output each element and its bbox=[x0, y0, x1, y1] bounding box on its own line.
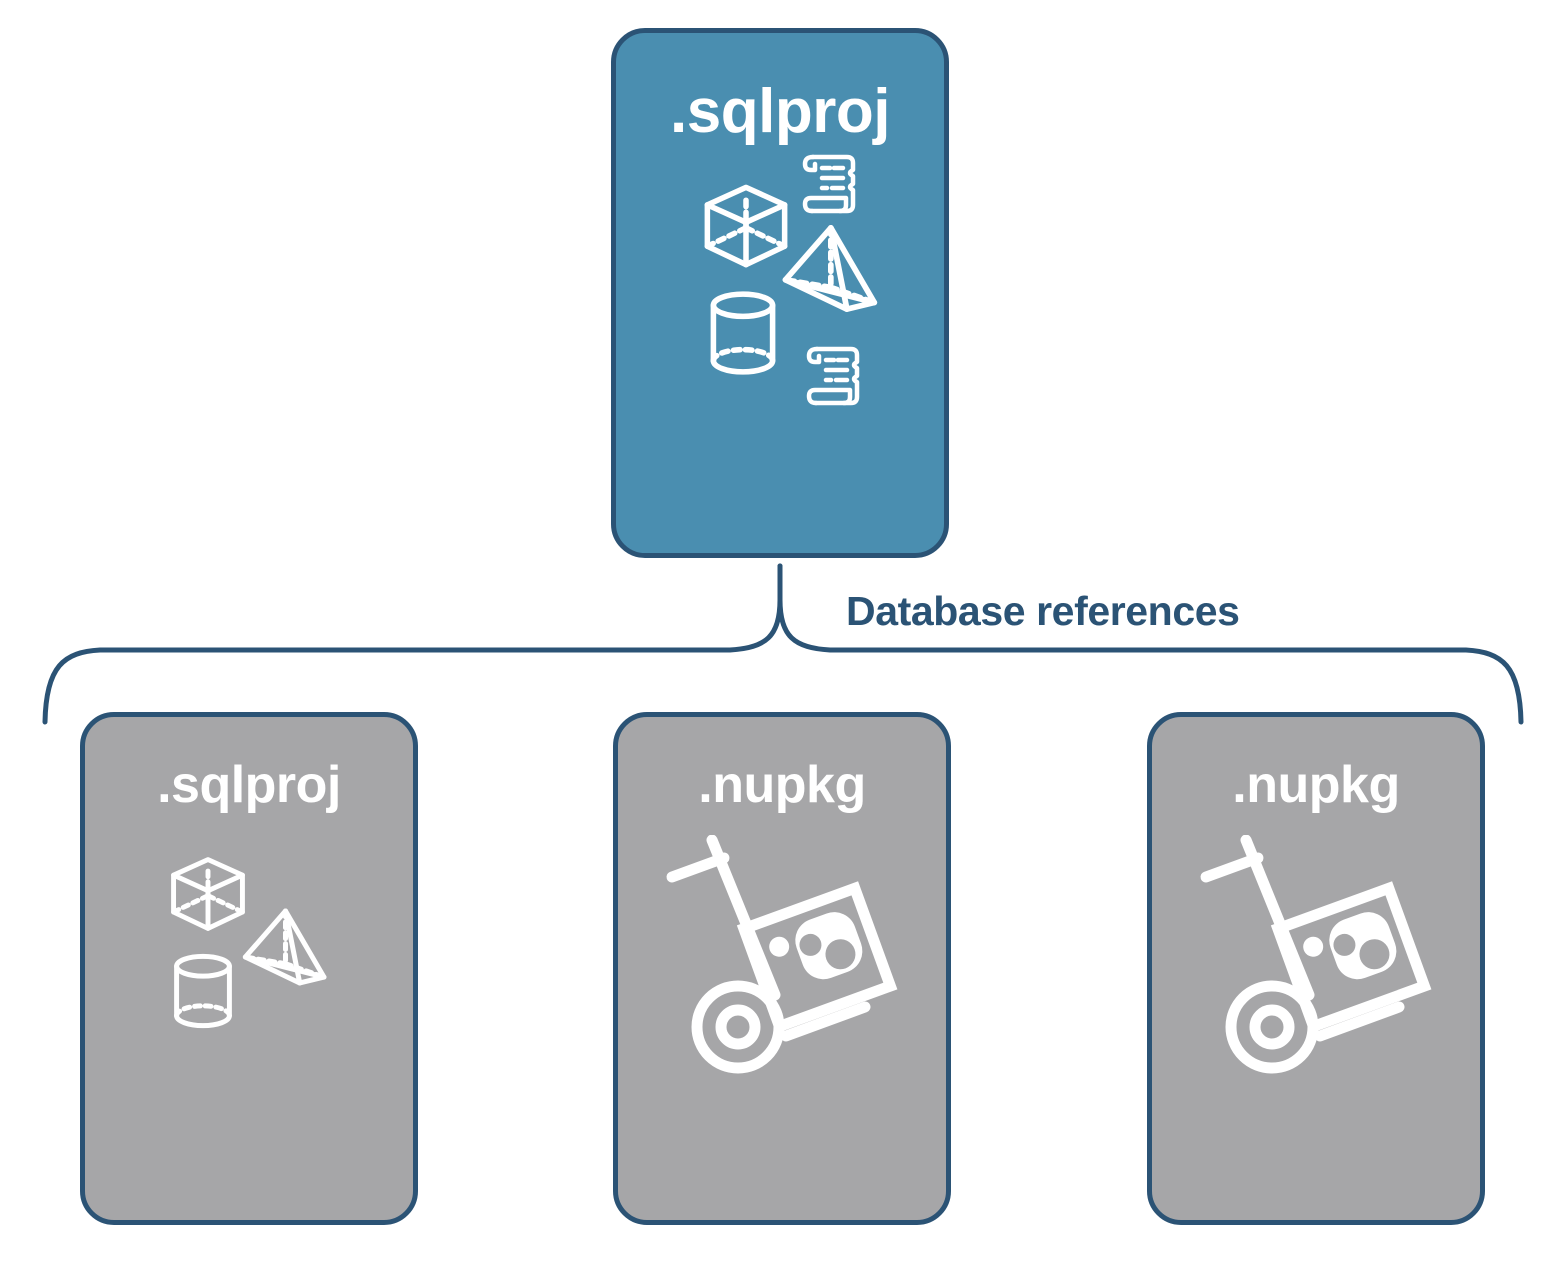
child-nupkg-2-icon-cluster bbox=[1152, 811, 1480, 1220]
pyramid-wireframe-icon bbox=[776, 221, 880, 316]
child-nupkg-1-icon-cluster bbox=[618, 811, 946, 1220]
cylinder-wireframe-icon bbox=[706, 288, 780, 378]
node-child-sqlproj-label: .sqlproj bbox=[157, 756, 341, 814]
node-child-nupkg-1[interactable]: .nupkg bbox=[613, 712, 951, 1225]
scroll-script-icon bbox=[800, 342, 866, 412]
node-child-sqlproj[interactable]: .sqlproj bbox=[80, 712, 418, 1225]
cube-wireframe-icon bbox=[700, 180, 792, 272]
cube-wireframe-icon bbox=[167, 853, 249, 935]
parent-icon-cluster bbox=[616, 143, 944, 553]
brace-label-database-references: Database references bbox=[846, 588, 1240, 634]
node-child-nupkg-2-label: .nupkg bbox=[1232, 756, 1400, 814]
node-parent-sqlproj-label: .sqlproj bbox=[670, 77, 890, 146]
pyramid-wireframe-icon bbox=[237, 905, 329, 989]
cylinder-wireframe-icon bbox=[170, 951, 236, 1031]
node-child-nupkg-2[interactable]: .nupkg bbox=[1147, 712, 1485, 1225]
node-child-nupkg-1-label: .nupkg bbox=[698, 756, 866, 814]
nuget-handtruck-icon bbox=[662, 835, 914, 1085]
child-sqlproj-icon-cluster bbox=[85, 811, 413, 1220]
nuget-handtruck-icon bbox=[1196, 835, 1448, 1085]
scroll-script-icon bbox=[796, 150, 862, 220]
node-parent-sqlproj[interactable]: .sqlproj bbox=[611, 28, 949, 558]
